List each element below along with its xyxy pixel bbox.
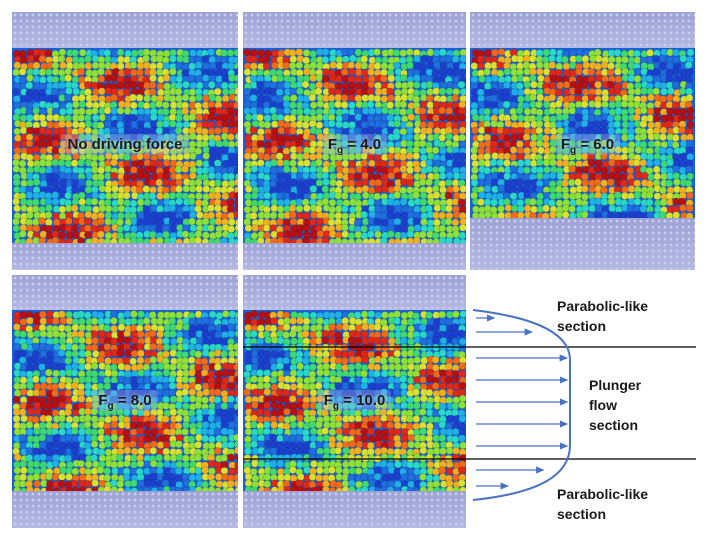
particle-fluid bbox=[12, 310, 238, 491]
force-value: 4.0 bbox=[360, 136, 382, 153]
panel-no-driving-force: No driving force bbox=[12, 12, 238, 270]
bottom-wall bbox=[12, 243, 238, 270]
particle-fluid bbox=[243, 48, 466, 243]
panel-force-6: Fg = 6.0 bbox=[470, 12, 695, 270]
force-value: 10.0 bbox=[356, 392, 386, 409]
panel-force-4: Fg = 4.0 bbox=[243, 12, 466, 270]
top-wall bbox=[243, 12, 466, 48]
force-value: 6.0 bbox=[593, 136, 615, 153]
panel-force-8: Fg = 8.0 bbox=[12, 275, 238, 528]
top-wall bbox=[243, 275, 466, 310]
bottom-wall bbox=[243, 491, 466, 528]
force-value: 8.0 bbox=[130, 392, 152, 409]
parabolic-profile-curve bbox=[472, 309, 571, 501]
particle-fluid bbox=[470, 48, 695, 218]
annotation-plunger-flow: Plunger flow section bbox=[589, 377, 642, 433]
panel-label: Fg = 6.0 bbox=[470, 134, 695, 156]
panel-label: No driving force bbox=[12, 134, 238, 155]
panel-force-10: Fg = 10.0 bbox=[243, 275, 466, 528]
velocity-arrows bbox=[476, 314, 569, 490]
bottom-wall bbox=[470, 218, 695, 270]
panel-label: Fg = 4.0 bbox=[243, 134, 466, 156]
top-wall bbox=[12, 12, 238, 48]
annotation-bottom-parabolic: Parabolic-like section bbox=[557, 486, 649, 522]
annotation-top-parabolic: Parabolic-like section bbox=[557, 298, 649, 334]
particle-fluid bbox=[243, 310, 466, 491]
particle-fluid bbox=[12, 48, 238, 243]
bottom-wall bbox=[12, 491, 238, 528]
panel-label: Fg = 10.0 bbox=[243, 390, 466, 412]
panel-label: Fg = 8.0 bbox=[12, 390, 238, 412]
top-wall bbox=[470, 12, 695, 48]
panel-label-text: No driving force bbox=[67, 136, 183, 153]
bottom-wall bbox=[243, 243, 466, 270]
top-wall bbox=[12, 275, 238, 310]
